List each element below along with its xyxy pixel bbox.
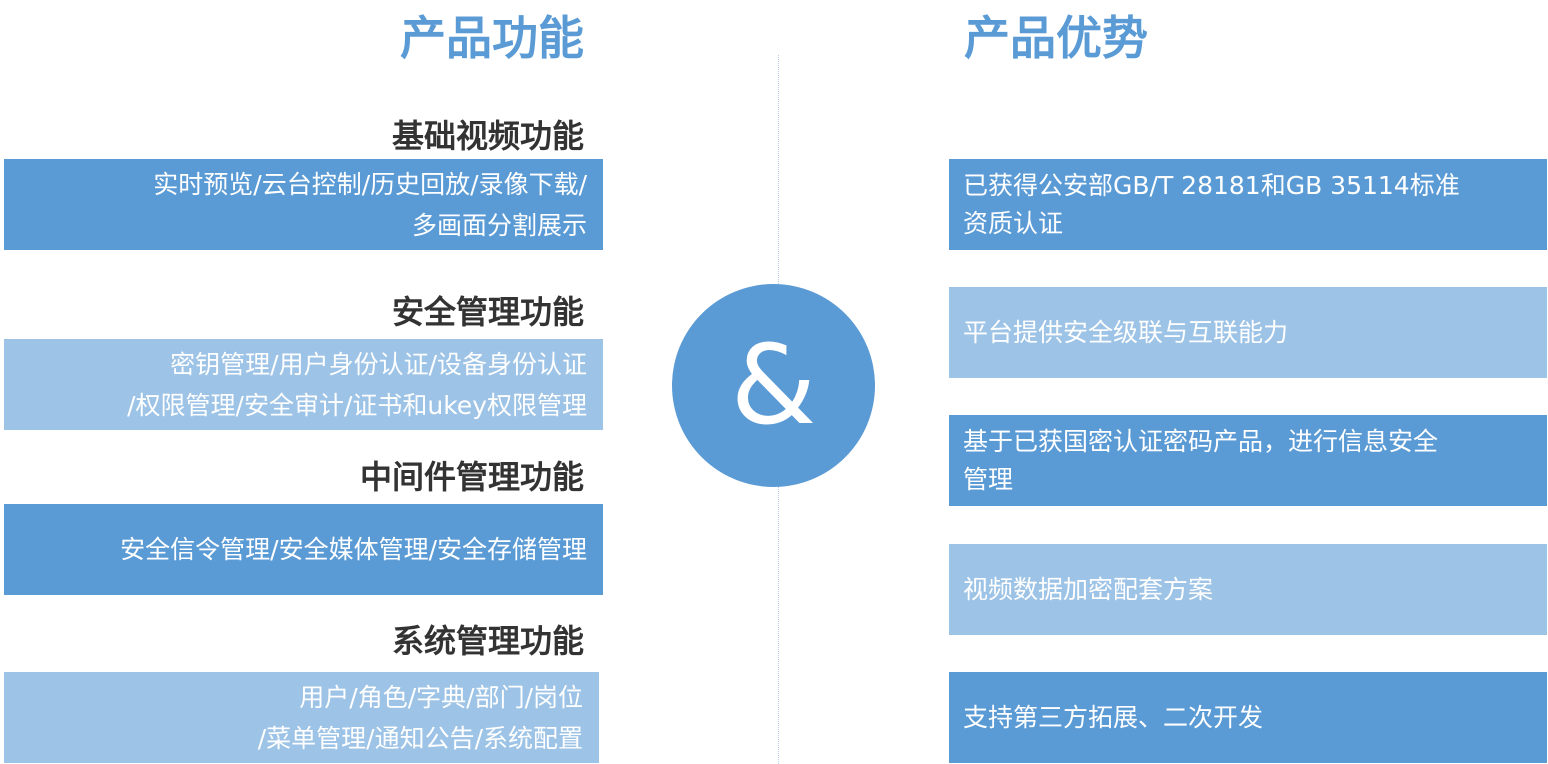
advantage-line: 资质认证 [963,208,1064,238]
advantage-box-video-encryption: 视频数据加密配套方案 [949,544,1547,635]
feature-heading-security-management: 安全管理功能 [391,293,584,331]
feature-line: 多画面分割展示 [411,210,587,240]
product-advantages-title: 产品优势 [964,11,1148,65]
feature-line: 实时预览/云台控制/历史回放/录像下载/ [153,169,587,199]
feature-heading-middleware-management: 中间件管理功能 [359,458,584,496]
feature-heading-system-management: 系统管理功能 [391,622,584,660]
advantage-box-third-party-extension: 支持第三方拓展、二次开发 [949,672,1547,763]
advantage-box-certification: 已获得公安部GB/T 28181和GB 35114标准 资质认证 [949,159,1547,250]
feature-line: 安全信令管理/安全媒体管理/安全存储管理 [120,535,587,564]
product-features-title: 产品功能 [400,11,584,65]
feature-box-middleware-management: 安全信令管理/安全媒体管理/安全存储管理 [4,504,603,595]
ampersand-circle: & [672,284,875,487]
feature-line: /菜单管理/通知公告/系统配置 [257,723,583,753]
advantage-line: 已获得公安部GB/T 28181和GB 35114标准 [963,170,1460,200]
feature-box-security-management: 密钥管理/用户身份认证/设备身份认证 /权限管理/安全审计/证书和ukey权限管… [4,339,603,430]
advantage-line: 视频数据加密配套方案 [963,574,1214,604]
advantage-box-cascade-interconnect: 平台提供安全级联与互联能力 [949,287,1547,378]
feature-box-system-management: 用户/角色/字典/部门/岗位 /菜单管理/通知公告/系统配置 [4,672,599,763]
feature-line: 密钥管理/用户身份认证/设备身份认证 [170,349,587,379]
advantage-line: 基于已获国密认证密码产品，进行信息安全 [963,426,1439,456]
advantage-line: 支持第三方拓展、二次开发 [963,702,1264,732]
feature-line: /权限管理/安全审计/证书和ukey权限管理 [127,390,587,420]
feature-heading-basic-video: 基础视频功能 [391,117,584,155]
advantage-box-crypto-products: 基于已获国密认证密码产品，进行信息安全 管理 [949,415,1547,506]
feature-line: 用户/角色/字典/部门/岗位 [299,682,583,712]
advantage-line: 平台提供安全级联与互联能力 [963,317,1289,347]
feature-box-basic-video: 实时预览/云台控制/历史回放/录像下载/ 多画面分割展示 [4,159,603,250]
advantage-line: 管理 [963,464,1014,494]
